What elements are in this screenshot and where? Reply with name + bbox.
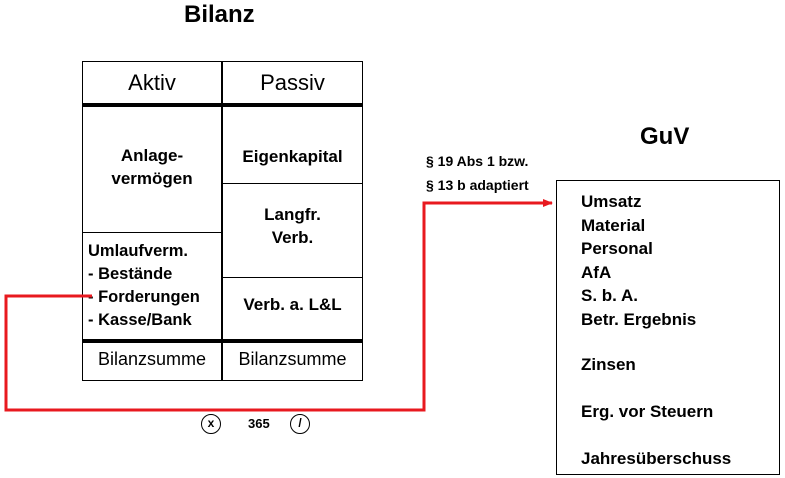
paragraph-note-line1: § 19 Abs 1 bzw. <box>426 153 529 169</box>
umlauf-item: - Kasse/Bank <box>88 311 192 329</box>
passiv-header: Passiv <box>260 70 325 95</box>
guv-box <box>556 180 780 475</box>
aktiv-header: Aktiv <box>128 70 176 95</box>
verb-ll-label: Verb. a. L&L <box>243 295 342 314</box>
langfr-verb-label: Langfr. Verb. <box>264 205 321 247</box>
guv-title: GuV <box>640 123 690 150</box>
bilanz-title: Bilanz <box>184 1 255 28</box>
guv-item-erg-vor-steuern: Erg. vor Steuern <box>581 402 714 421</box>
anlagevermoegen-label: Anlage- vermögen <box>111 146 193 188</box>
umlauf-item: Umlaufverm. <box>88 242 188 260</box>
guv-item-betr-ergebnis: Betr. Ergebnis <box>581 310 697 329</box>
guv-item-zinsen: Zinsen <box>581 355 636 374</box>
guv-item-jahresueberschuss: Jahresüberschuss <box>581 449 732 468</box>
paragraph-note-line2: § 13 b adaptiert <box>426 177 529 193</box>
divide-symbol: / <box>290 414 310 434</box>
bilanz-center-divider <box>221 61 223 381</box>
guv-item-umsatz: Umsatz <box>581 192 642 211</box>
anlage-umlauf-divider <box>82 232 222 233</box>
guv-item-material: Material <box>581 216 646 235</box>
eigenkapital-divider <box>222 183 363 184</box>
umlauf-item: - Forderungen <box>88 288 200 306</box>
guv-item-personal: Personal <box>581 239 653 258</box>
umlauf-item: - Bestände <box>88 265 173 283</box>
guv-item-sba: S. b. A. <box>581 286 638 305</box>
langfr-divider <box>222 277 363 278</box>
guv-item-afa: AfA <box>581 263 612 282</box>
eigenkapital-label: Eigenkapital <box>242 147 343 166</box>
sum-divider <box>82 339 363 343</box>
bilanzsumme-right: Bilanzsumme <box>238 349 347 369</box>
header-divider <box>82 103 363 107</box>
umlaufvermoegen-list: Umlaufverm. - Bestände - Forderungen - K… <box>88 240 200 332</box>
multiply-symbol: x <box>201 414 221 434</box>
connector-path <box>4 199 553 412</box>
days-365-label: 365 <box>248 416 270 431</box>
bilanzsumme-left: Bilanzsumme <box>97 349 207 369</box>
